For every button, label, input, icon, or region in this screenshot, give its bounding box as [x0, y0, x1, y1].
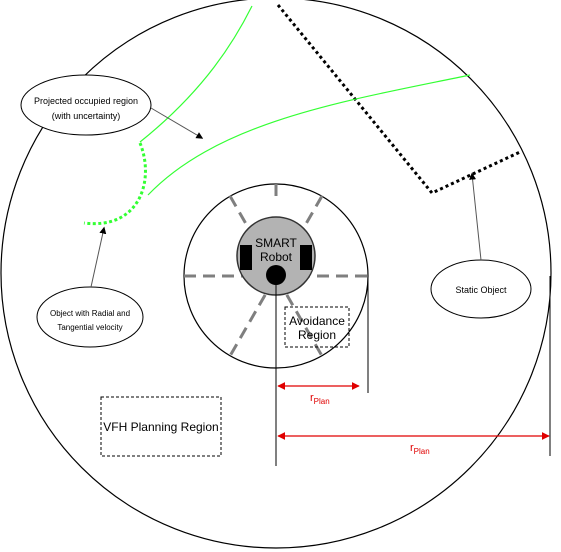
- moving-object-label-line2: Tangential velocity: [57, 323, 122, 332]
- projected-region-upper-curve: [139, 5, 253, 143]
- avoidance-region-label-line2: Region: [298, 328, 336, 342]
- robot-label-line2: Robot: [260, 250, 293, 264]
- projected-region-pointer-arrow: [150, 107, 204, 139]
- projected-region-lower-curve: [147, 74, 471, 196]
- avoidance-region-box: [284, 306, 350, 348]
- static-object-pointer-arrow: [469, 172, 482, 261]
- r-plan-large-label: rPlan: [410, 442, 430, 456]
- static-object-boundary: [276, 4, 521, 195]
- projected-region-label-line2: (with uncertainty): [52, 111, 121, 121]
- vfh-planning-region-box: [100, 396, 222, 457]
- moving-object-pointer-arrow: [90, 226, 107, 288]
- projected-region-callout: [20, 74, 152, 136]
- moving-object-callout: [36, 286, 144, 348]
- sector-lines: [184, 184, 368, 357]
- projected-region-label-line1: Projected occupied region: [34, 96, 138, 106]
- robot-right-wheel: [300, 245, 312, 270]
- r-plan-small-label: rPlan: [310, 392, 330, 406]
- robot-label-line1: SMART: [255, 236, 297, 250]
- static-object-label: Static Object: [455, 285, 507, 295]
- avoidance-region-label-line1: Avoidance: [289, 314, 345, 328]
- vfh-planning-region-label: VFH Planning Region: [103, 420, 218, 434]
- planning-region-circle: [0, 0, 552, 549]
- robot-left-wheel: [240, 245, 252, 270]
- object-dotted-trajectory: [83, 142, 147, 226]
- moving-object-label-line1: Object with Radial and: [50, 309, 130, 318]
